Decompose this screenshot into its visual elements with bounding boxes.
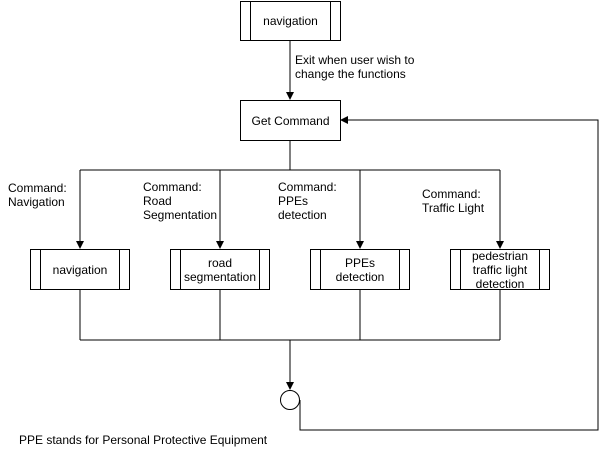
process-road-segmentation: road segmentation: [170, 249, 270, 290]
process-navigation: navigation: [30, 249, 130, 290]
process-top-navigation-label: navigation: [263, 14, 318, 28]
node-get-command-label: Get Command: [251, 113, 330, 128]
process-ppe-detection-label: PPEs detection: [335, 255, 385, 284]
edge-label-cmd-traffic: Command: Traffic Light: [422, 187, 485, 215]
edge-label-cmd-navigation: Command: Navigation: [8, 181, 67, 209]
process-ppe-detection: PPEs detection: [310, 249, 410, 290]
process-road-segmentation-label: road segmentation: [183, 255, 257, 284]
edge-label-exit: Exit when user wish to change the functi…: [295, 53, 415, 81]
process-top-navigation: navigation: [240, 1, 341, 41]
process-traffic-light-detection-label: pedestrian traffic light detection: [471, 248, 529, 291]
node-get-command: Get Command: [240, 100, 341, 141]
process-traffic-light-detection: pedestrian traffic light detection: [450, 248, 550, 291]
footnote: PPE stands for Personal Protective Equip…: [19, 433, 268, 447]
process-navigation-label: navigation: [52, 262, 108, 277]
edge-loop-back: [299, 116, 599, 431]
edge-label-cmd-road: Command: Road Segmentation: [143, 180, 218, 222]
end-node-circle: [280, 390, 300, 410]
edge-label-cmd-ppe: Command: PPEs detection: [278, 180, 337, 222]
